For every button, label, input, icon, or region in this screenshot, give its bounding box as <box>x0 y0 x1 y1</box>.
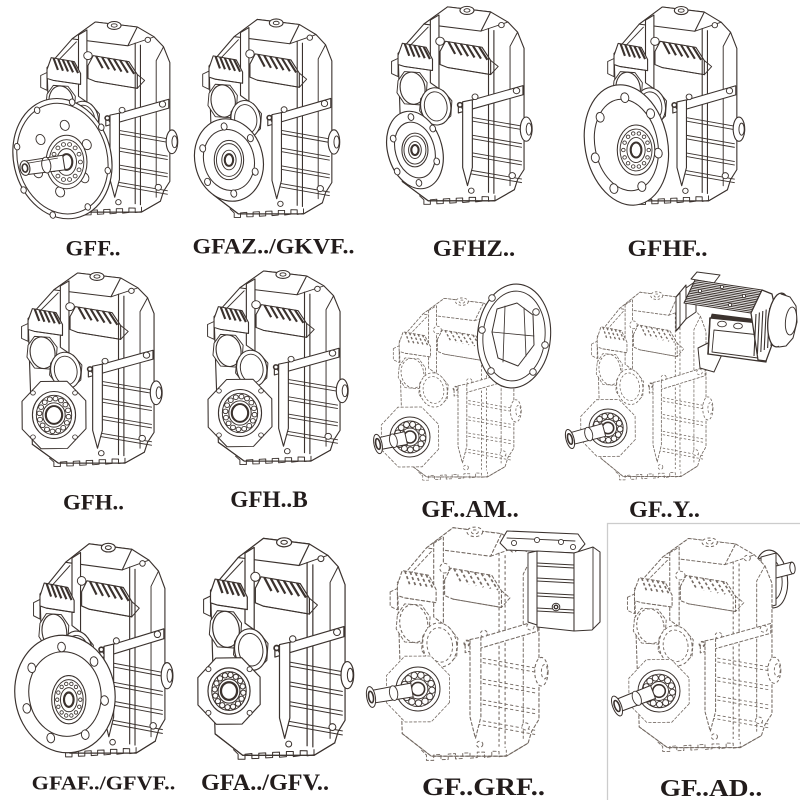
svg-text:GFA../GFV..: GFA../GFV.. <box>201 770 329 795</box>
svg-text:GF..AD..: GF..AD.. <box>660 776 763 800</box>
svg-text:GFHF..: GFHF.. <box>628 236 708 261</box>
svg-text:GFHZ..: GFHZ.. <box>433 236 516 261</box>
svg-text:GFF..: GFF.. <box>66 236 121 261</box>
svg-text:GFAZ../GKVF..: GFAZ../GKVF.. <box>193 234 355 259</box>
svg-text:GF..Y..: GF..Y.. <box>629 497 700 522</box>
svg-text:GF..GRF..: GF..GRF.. <box>422 774 545 800</box>
svg-text:GFH..: GFH.. <box>63 490 124 515</box>
svg-text:GFH..B: GFH..B <box>230 487 308 512</box>
svg-text:GF..AM..: GF..AM.. <box>421 497 519 523</box>
svg-text:GFAF../GFVF..: GFAF../GFVF.. <box>32 773 176 795</box>
